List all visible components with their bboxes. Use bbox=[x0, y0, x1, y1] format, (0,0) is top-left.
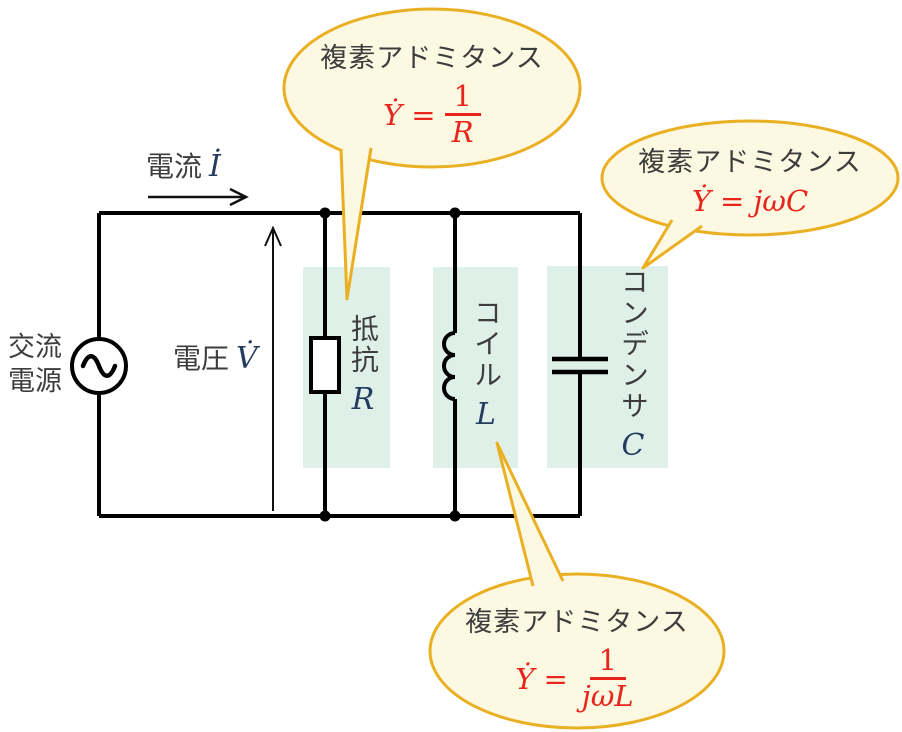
voltage-arrow-icon bbox=[264, 225, 282, 511]
circuit-wires bbox=[97, 211, 582, 518]
formula-equals: = bbox=[543, 661, 568, 696]
capacitor-label-text: コンデンサ bbox=[617, 267, 650, 422]
junction-dot bbox=[319, 510, 331, 522]
inductor-symbol bbox=[442, 331, 456, 401]
inductor-symbol-label: L bbox=[476, 397, 496, 432]
resistor-label-text: 抵抗 bbox=[347, 314, 380, 376]
current-symbol: İ bbox=[209, 149, 221, 184]
capacitor-label: コンデンサ C bbox=[611, 267, 655, 463]
capacitor-highlight bbox=[547, 266, 668, 468]
current-label: 電流 İ bbox=[146, 149, 221, 184]
callout-title: 複素アドミタンス bbox=[638, 147, 862, 178]
resistor-symbol bbox=[309, 336, 341, 394]
speech-bubble-capacitor bbox=[600, 119, 900, 237]
fraction-denominator: R bbox=[451, 115, 474, 150]
formula-lhs: Ẏ bbox=[691, 184, 711, 218]
formula-fraction: 1 jωL bbox=[577, 643, 639, 714]
resistor-admittance-callout: 複素アドミタンス Ẏ = 1 R bbox=[292, 36, 572, 150]
sine-wave-icon bbox=[80, 354, 118, 378]
fraction-numerator: 1 bbox=[444, 79, 481, 117]
formula-equals: = bbox=[720, 184, 745, 218]
formula-lhs: Ẏ bbox=[383, 97, 403, 132]
callout-title: 複素アドミタンス bbox=[320, 43, 544, 74]
ac-source-label: 交流 電源 bbox=[8, 332, 62, 397]
fraction-denominator: jωL bbox=[581, 679, 634, 714]
current-label-text: 電流 bbox=[146, 149, 203, 183]
speech-bubble-capacitor-tail-outline bbox=[641, 219, 703, 270]
resistor-admittance-formula: Ẏ = 1 R bbox=[383, 79, 481, 150]
junction-dot bbox=[449, 510, 461, 522]
junction-dot bbox=[319, 207, 331, 219]
fraction-numerator: 1 bbox=[589, 643, 626, 681]
inductor-admittance-callout: 複素アドミタンス Ẏ = 1 jωL bbox=[437, 600, 717, 714]
junction-dot bbox=[449, 207, 461, 219]
formula-equals: = bbox=[411, 97, 436, 132]
formula-fraction: 1 R bbox=[444, 79, 481, 150]
inductor-label: コイル L bbox=[467, 298, 505, 432]
resistor-label: 抵抗 R bbox=[344, 314, 382, 417]
speech-bubble-inductor-tail-outline bbox=[495, 441, 565, 587]
speech-bubble-resistor bbox=[282, 7, 582, 169]
capacitor-symbol-label: C bbox=[621, 428, 645, 463]
callout-title: 複素アドミタンス bbox=[465, 607, 689, 638]
formula-rhs: jωC bbox=[753, 184, 809, 218]
inductor-label-text: コイル bbox=[470, 298, 503, 391]
resistor-symbol-label: R bbox=[351, 382, 375, 417]
voltage-symbol: V̇ bbox=[236, 341, 258, 376]
voltage-label: 電圧 V̇ bbox=[173, 341, 258, 376]
formula-lhs: Ẏ bbox=[515, 661, 535, 696]
inductor-admittance-formula: Ẏ = 1 jωL bbox=[515, 643, 639, 714]
capacitor-admittance-formula: Ẏ = jωC bbox=[692, 184, 808, 218]
capacitor-symbol bbox=[552, 356, 608, 375]
speech-bubble-resistor-tail-outline bbox=[339, 147, 373, 301]
current-arrow-icon bbox=[148, 187, 249, 207]
capacitor-admittance-callout: 複素アドミタンス Ẏ = jωC bbox=[608, 140, 892, 218]
voltage-label-text: 電圧 bbox=[173, 341, 230, 375]
speech-bubble-inductor bbox=[428, 572, 726, 730]
inductor-highlight bbox=[433, 267, 518, 468]
